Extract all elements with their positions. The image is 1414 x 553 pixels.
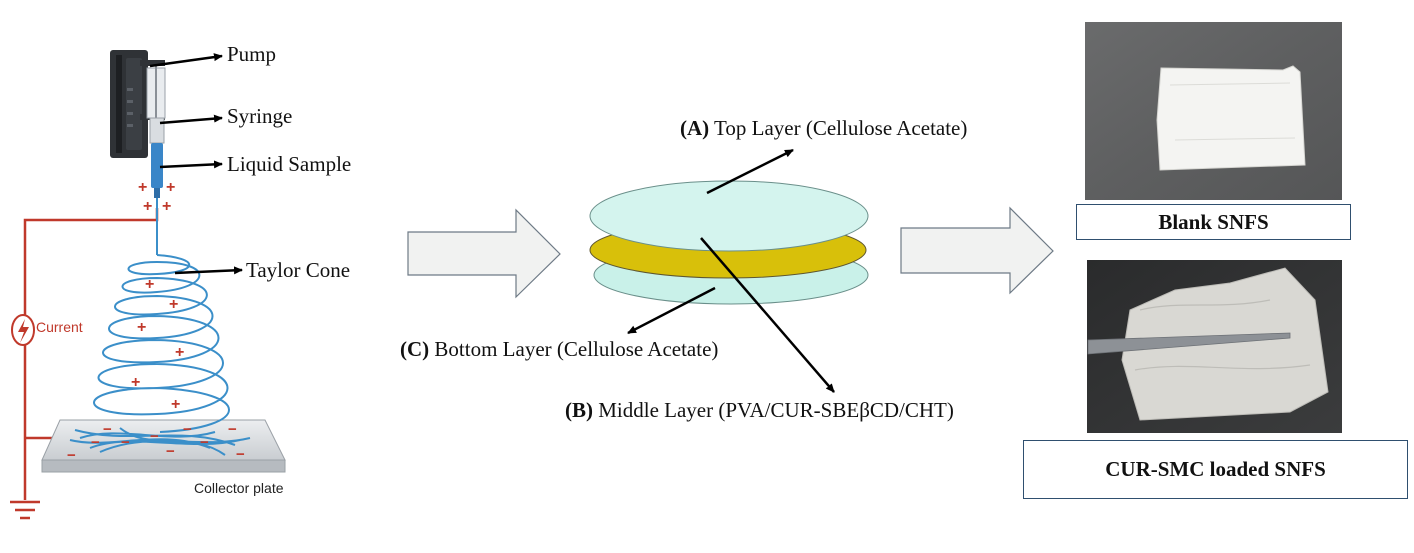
middle-layer-text: Middle Layer (PVA/CUR-SBEβCD/CHT) [598,398,954,422]
ground-icon [10,500,40,520]
bottom-layer-pointer [627,286,716,335]
blank-snfs-caption: Blank SNFS [1076,204,1351,240]
middle-layer-letter: (B) [565,398,593,422]
collector-plate [41,419,286,473]
bottom-layer-letter: (C) [400,337,430,361]
liquid-sample-label: Liquid Sample [227,152,352,176]
plus-sign: + [171,396,180,413]
top-layer-disc [589,180,869,252]
top-layer-letter: (A) [680,116,710,140]
plus-sign: + [162,198,171,215]
syringe-label: Syringe [227,104,293,128]
plus-sign: + [175,344,184,361]
minus-sign: − [183,421,192,438]
loaded-snfs-photo [1087,260,1342,433]
top-layer-label: (A) Top Layer (Cellulose Acetate) [680,118,967,139]
top-layer-text: Top Layer (Cellulose Acetate) [714,116,968,140]
minus-sign: − [228,421,237,438]
process-arrow-2 [900,206,1054,295]
middle-layer-pointer [700,237,835,393]
top-layer-pointer [706,148,794,195]
electrospinning-setup: + + + + + + + + + + − − − − − [10,50,286,520]
plus-sign: + [137,319,146,336]
layered-scaffold [589,148,869,393]
minus-sign: − [121,434,130,451]
syringe [146,64,166,198]
label-arrows [149,53,243,275]
collector-plate-label: Collector plate [194,480,284,496]
positive-charges: + + + + + + + + + + [131,179,184,413]
minus-sign: − [103,421,112,438]
negative-charges: − − − − − − − − − − [67,421,245,464]
plus-sign: + [143,198,152,215]
minus-sign: − [150,428,159,445]
plus-sign: + [169,296,178,313]
current-label: Current [36,319,83,335]
process-arrow-1 [407,208,561,299]
pump-label: Pump [227,42,277,66]
plus-sign: + [145,276,154,293]
minus-sign: − [91,434,100,451]
taylor-cone-label: Taylor Cone [246,258,351,282]
plus-sign: + [166,179,175,196]
fiber-jet [69,198,251,456]
plus-sign: + [138,179,147,196]
minus-sign: − [236,446,245,463]
blank-snfs-photo [1085,22,1342,200]
plus-sign: + [131,374,140,391]
current-source-icon [11,314,35,346]
bottom-layer-label: (C) Bottom Layer (Cellulose Acetate) [400,339,718,360]
bottom-layer-text: Bottom Layer (Cellulose Acetate) [434,337,719,361]
minus-sign: − [67,447,76,464]
minus-sign: − [166,443,175,460]
middle-layer-label: (B) Middle Layer (PVA/CUR-SBEβCD/CHT) [565,400,954,421]
minus-sign: − [200,434,209,451]
loaded-snfs-caption: CUR-SMC loaded SNFS [1023,440,1408,499]
